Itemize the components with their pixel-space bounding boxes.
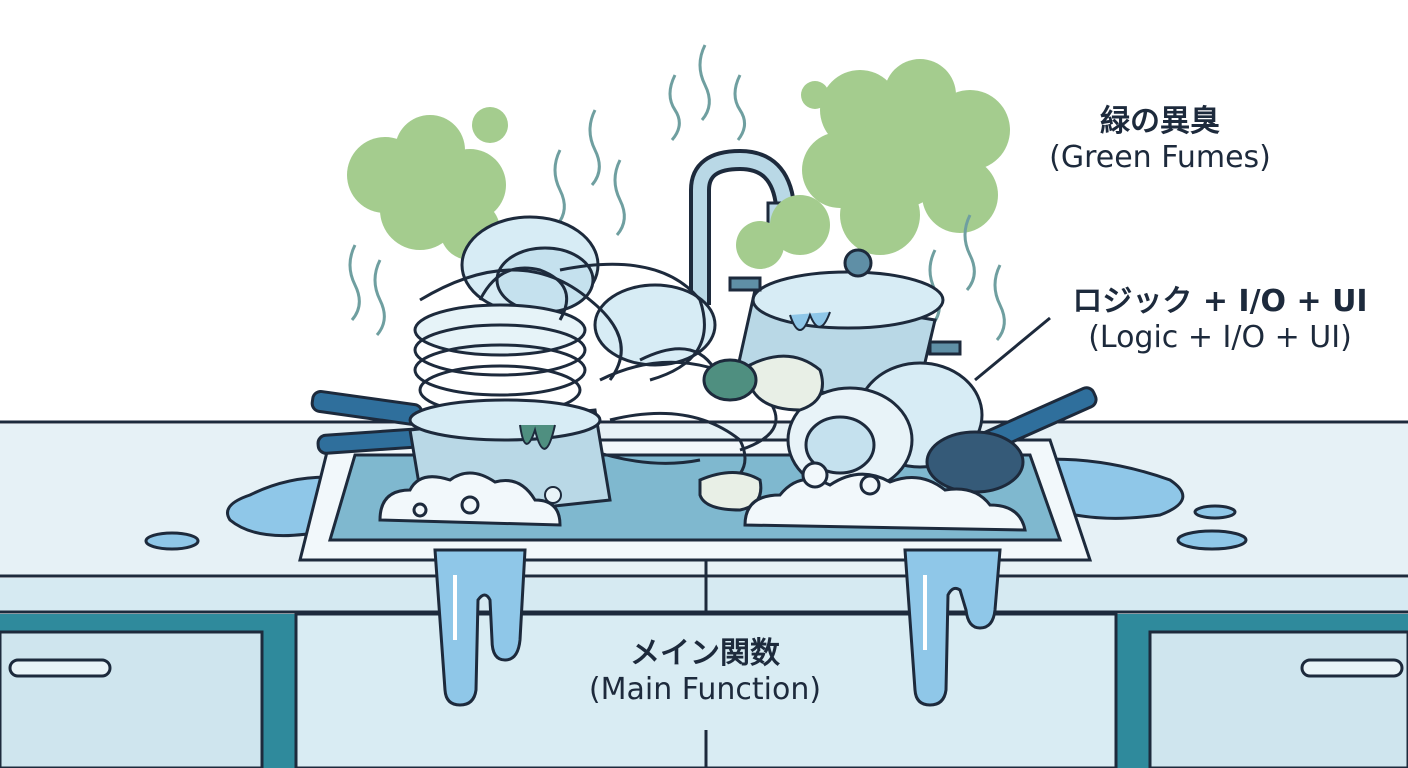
label-main-function: メイン関数 (Main Function) — [560, 636, 850, 708]
drop-left — [144, 531, 200, 551]
handle-right — [1300, 658, 1404, 678]
cabinet-door-left — [0, 630, 264, 768]
handle-left — [8, 658, 112, 678]
label-main-function-en: (Main Function) — [588, 672, 822, 707]
faucet — [693, 152, 792, 305]
foam-bubbles — [378, 461, 1027, 532]
cabinet-door-right — [1148, 630, 1408, 768]
label-logic-io-ui-ja: ロジック + I/O + UI — [1072, 284, 1368, 319]
stink-lines — [348, 44, 1006, 341]
drop-right — [1176, 529, 1248, 551]
water-drips — [433, 548, 1002, 707]
label-green-fumes: 緑の異臭 (Green Fumes) — [1030, 104, 1290, 176]
plate-stack-back — [460, 215, 717, 367]
counter-front — [0, 578, 1408, 612]
label-main-function-ja: メイン関数 — [630, 636, 780, 671]
logic-pointer-line — [974, 316, 1051, 382]
label-green-fumes-en: (Green Fumes) — [1049, 140, 1271, 175]
label-logic-io-ui: ロジック + I/O + UI (Logic + I/O + UI) — [1050, 284, 1390, 356]
label-logic-io-ui-en: (Logic + I/O + UI) — [1088, 320, 1352, 355]
spaghetti-tangle — [413, 262, 778, 497]
green-fumes — [347, 59, 1010, 269]
label-green-fumes-ja: 緑の異臭 — [1100, 104, 1220, 139]
